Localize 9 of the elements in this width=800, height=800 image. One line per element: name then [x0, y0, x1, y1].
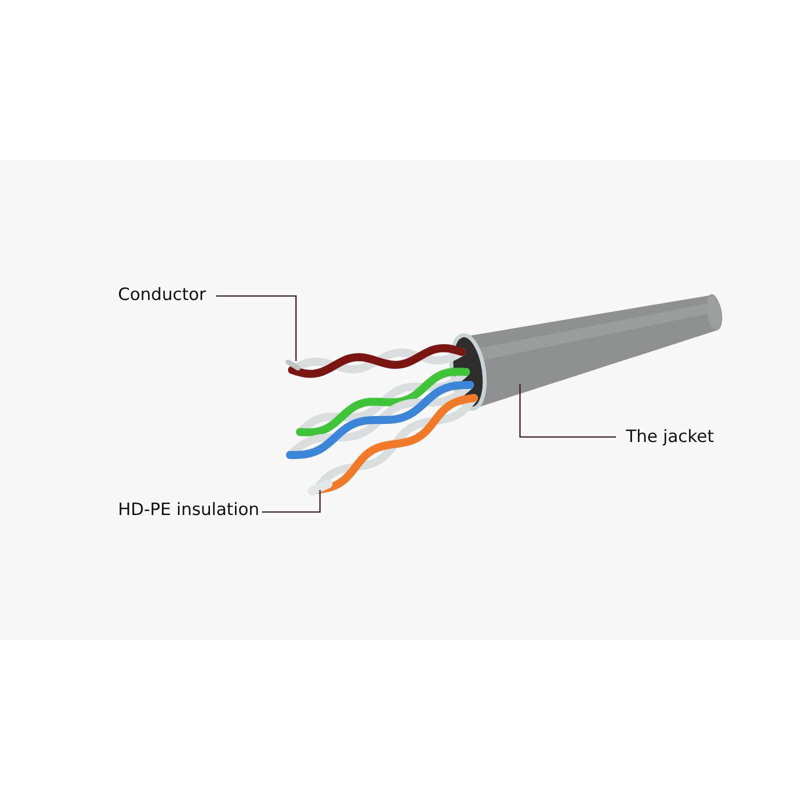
callout-label: Conductor: [118, 284, 206, 306]
conductor-tip: [286, 360, 300, 370]
leader-line: [216, 295, 297, 361]
callout-label: HD-PE insulation: [118, 499, 260, 521]
leader-line: [519, 384, 616, 438]
insulation-end: [308, 480, 332, 496]
cable-jacket: [449, 294, 722, 411]
leader-line: [262, 490, 321, 513]
callout-label: The jacket: [626, 426, 714, 448]
